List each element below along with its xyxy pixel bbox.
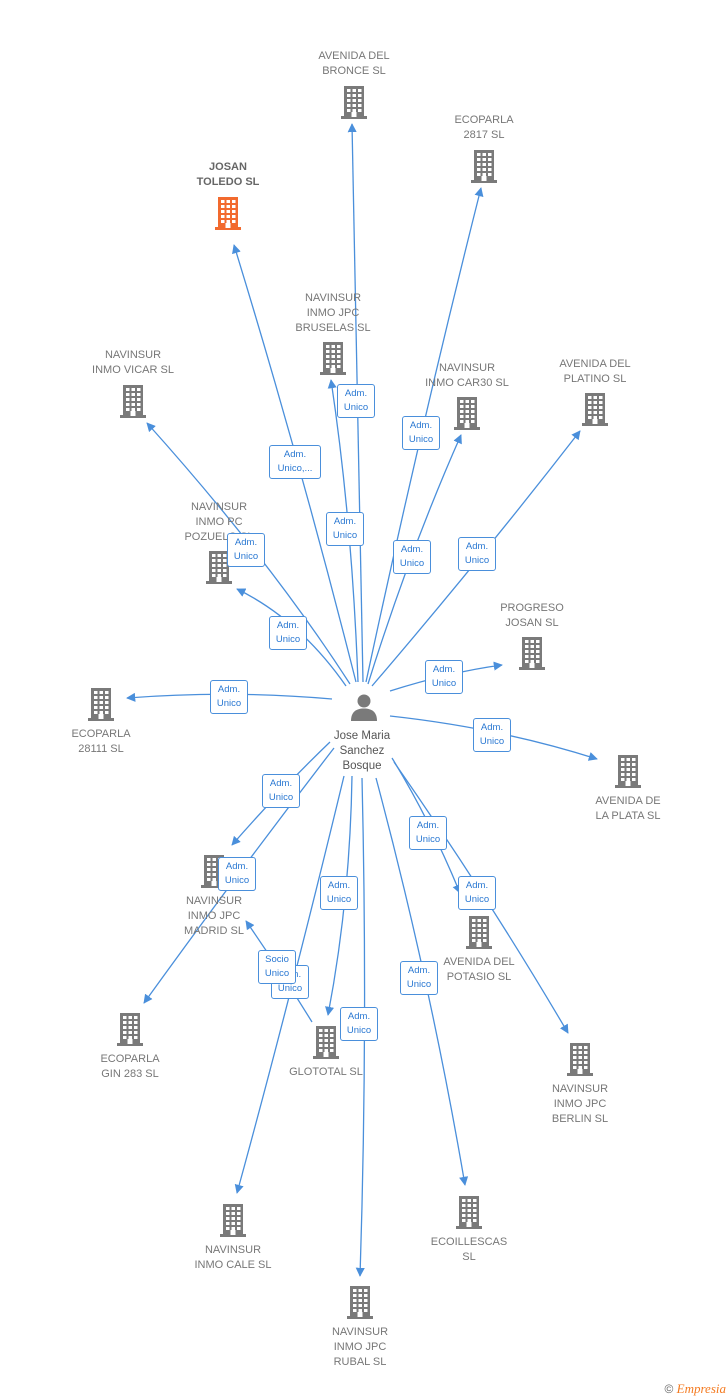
node-label: ECOPARLA GIN 283 SL bbox=[100, 1053, 160, 1080]
edge-role-label[interactable]: Adm. Unico bbox=[393, 540, 431, 574]
node-label: NAVINSUR INMO JPC MADRID SL bbox=[184, 895, 244, 937]
edge-role-label[interactable]: Adm. Unico bbox=[340, 1007, 378, 1041]
building-icon bbox=[320, 342, 346, 375]
edge-role-label[interactable]: Adm. Unico bbox=[320, 876, 358, 910]
edge-role-label[interactable]: Adm. Unico bbox=[218, 857, 256, 891]
person-icon bbox=[351, 694, 377, 721]
building-icon bbox=[88, 688, 114, 721]
node-label: ECOILLESCAS SL bbox=[430, 1236, 508, 1263]
node-label: NAVINSUR INMO JPC BRUSELAS SL bbox=[295, 292, 371, 334]
edge-role-label[interactable]: Adm. Unico bbox=[458, 537, 496, 571]
edge-role-label[interactable]: Adm. Unico bbox=[400, 961, 438, 995]
footer-brand: © Empresia bbox=[664, 1381, 726, 1397]
node-label: GLOTOTAL SL bbox=[289, 1066, 363, 1078]
building-icon bbox=[117, 1013, 143, 1046]
copyright-symbol: © bbox=[664, 1382, 674, 1396]
node-label: ECOPARLA 28111 SL bbox=[71, 728, 131, 755]
node-label: AVENIDA DE LA PLATA SL bbox=[595, 795, 661, 822]
building-icon bbox=[456, 1196, 482, 1229]
node-label: JOSAN TOLEDO SL bbox=[196, 161, 260, 188]
edge-role-label[interactable]: Adm. Unico bbox=[409, 816, 447, 850]
building-icon bbox=[519, 637, 545, 670]
node-label: ECOPARLA 2817 SL bbox=[454, 114, 514, 141]
edge-role-label[interactable]: Adm. Unico bbox=[262, 774, 300, 808]
node-label: NAVINSUR INMO CALE SL bbox=[194, 1244, 272, 1271]
building-icon bbox=[120, 385, 146, 418]
edge-role-label[interactable]: Adm. Unico bbox=[210, 680, 248, 714]
edge-role-label[interactable]: Adm. Unico bbox=[337, 384, 375, 418]
edge-role-label[interactable]: Adm. Unico bbox=[425, 660, 463, 694]
brand-logo-text: mpresia bbox=[684, 1381, 726, 1396]
building-icon bbox=[341, 86, 367, 119]
node-label: NAVINSUR INMO PC POZUELO SL bbox=[184, 501, 253, 543]
building-icon bbox=[347, 1286, 373, 1319]
edge-role-label[interactable]: Adm. Unico bbox=[473, 718, 511, 752]
node-label: AVENIDA DEL PLATINO SL bbox=[559, 358, 631, 385]
building-icon bbox=[206, 551, 232, 584]
edge-role-label[interactable]: Adm. Unico bbox=[227, 533, 265, 567]
edge-role-label[interactable]: Adm. Unico bbox=[458, 876, 496, 910]
building-icon bbox=[466, 916, 492, 949]
building-icon bbox=[313, 1026, 339, 1059]
node-label: PROGRESO JOSAN SL bbox=[500, 602, 564, 629]
building-icon bbox=[454, 397, 480, 430]
building-icon bbox=[471, 150, 497, 183]
building-icon bbox=[615, 755, 641, 788]
brand-logo-initial: E bbox=[676, 1381, 685, 1396]
building-icon bbox=[582, 393, 608, 426]
center-person-label: Jose Maria Sanchez Bosque bbox=[333, 730, 391, 772]
node-label: AVENIDA DEL POTASIO SL bbox=[443, 956, 515, 983]
node-label: NAVINSUR INMO JPC BERLIN SL bbox=[551, 1083, 609, 1125]
edge-role-label[interactable]: Socio Unico bbox=[258, 950, 296, 984]
edge-role-label[interactable]: Adm. Unico,... bbox=[269, 445, 321, 479]
edge-role-label[interactable]: Adm. Unico bbox=[269, 616, 307, 650]
node-label: NAVINSUR INMO VICAR SL bbox=[92, 349, 174, 376]
edge-role-label[interactable]: Adm. Unico bbox=[402, 416, 440, 450]
node-label: NAVINSUR INMO CAR30 SL bbox=[425, 362, 509, 389]
building-icon bbox=[220, 1204, 246, 1237]
building-icon bbox=[567, 1043, 593, 1076]
node-label: NAVINSUR INMO JPC RUBAL SL bbox=[331, 1326, 389, 1368]
building-icon bbox=[215, 197, 241, 230]
node-label: AVENIDA DEL BRONCE SL bbox=[318, 50, 390, 77]
edge-role-label[interactable]: Adm. Unico bbox=[326, 512, 364, 546]
